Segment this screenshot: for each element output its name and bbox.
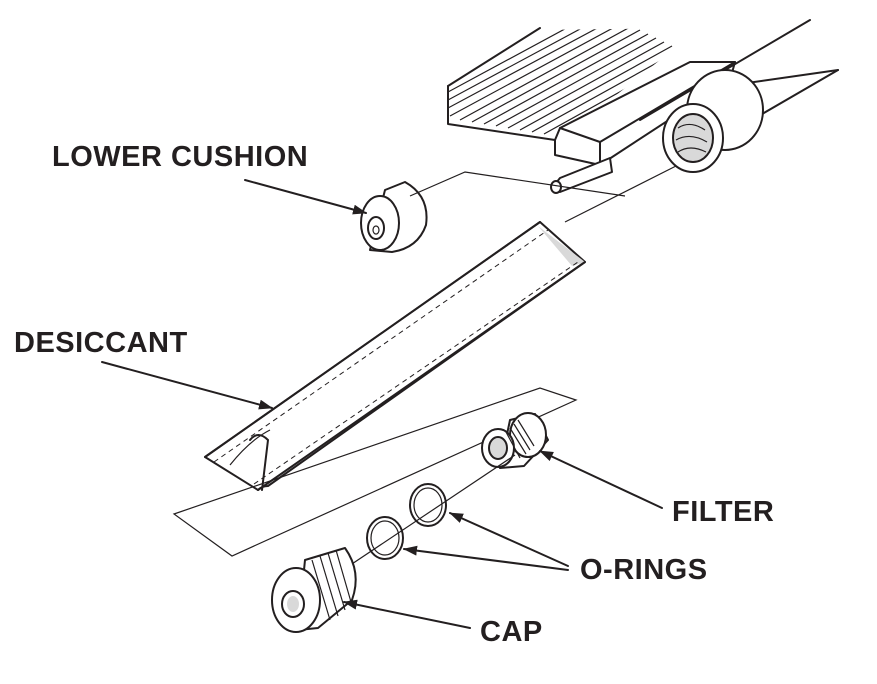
label-cap: CAP — [480, 616, 543, 648]
guide-line-desiccant — [564, 165, 677, 223]
label-filter: FILTER — [672, 496, 775, 528]
guide-line-cushion — [409, 171, 626, 197]
label-lower-cushion: LOWER CUSHION — [52, 141, 309, 173]
lower-cushion-part — [360, 181, 428, 253]
filter-part — [481, 412, 549, 469]
cap-part — [271, 547, 357, 633]
arrow-desiccant — [101, 361, 273, 410]
o-ring-2 — [366, 516, 404, 560]
condenser-fins — [448, 28, 689, 135]
arrow-cap — [343, 599, 471, 629]
o-rings-part — [366, 483, 447, 560]
arrow-o-ring-lower — [403, 545, 569, 571]
o-ring-1 — [409, 483, 447, 527]
exploded-frame — [172, 387, 578, 557]
arrow-lower-cushion — [244, 179, 367, 215]
label-desiccant: DESICCANT — [14, 327, 188, 359]
condenser-assembly — [447, 19, 839, 194]
arrow-o-ring-upper — [449, 512, 569, 567]
arrow-filter — [539, 450, 663, 509]
desiccant-bag — [204, 221, 586, 491]
label-o-rings: O-RINGS — [580, 554, 708, 586]
